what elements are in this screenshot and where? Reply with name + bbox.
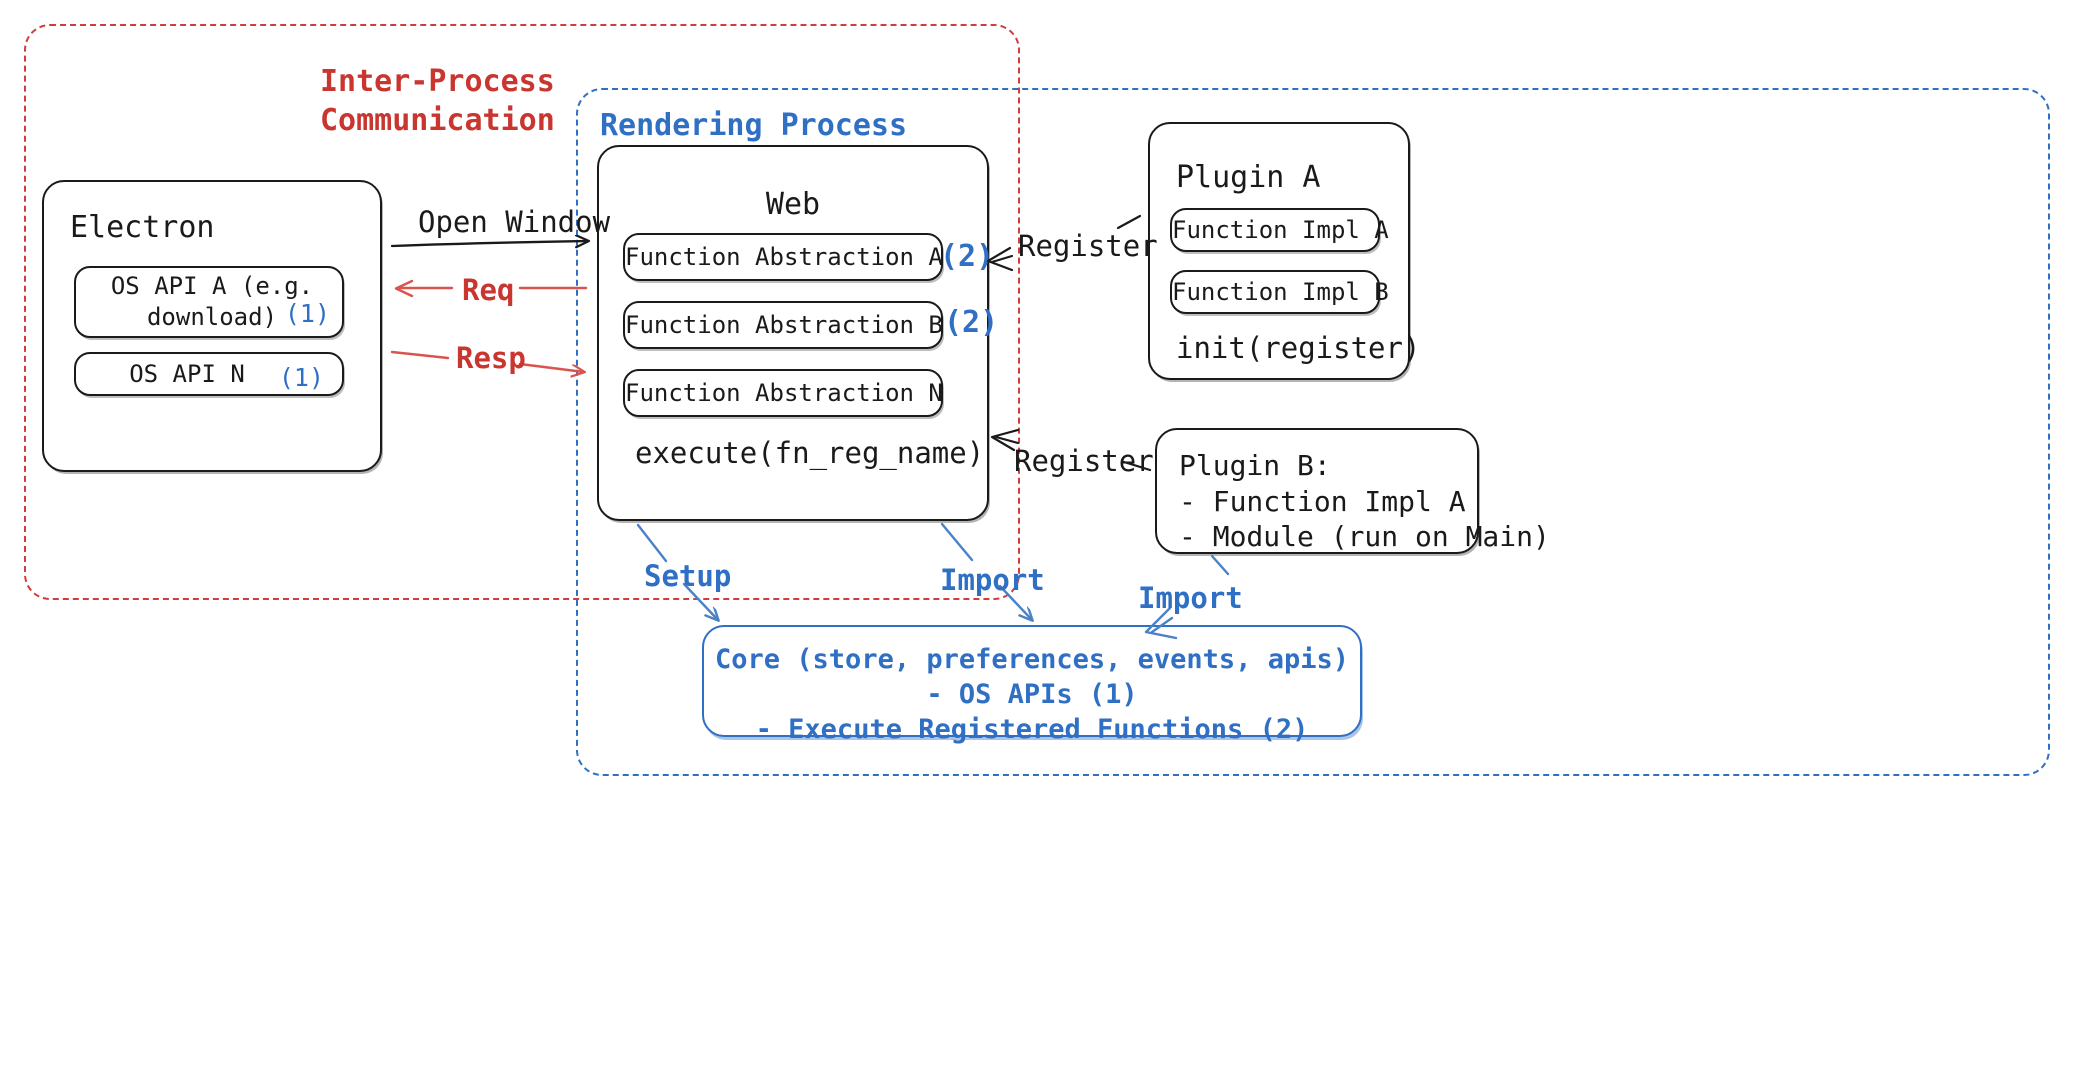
core-item-os-apis: - OS APIs (1) (926, 679, 1138, 710)
edge-label-register-plugin-a: Register (1018, 229, 1158, 263)
core-title: Core (store, preferences, events, apis) (715, 644, 1349, 675)
edge-label-register-plugin-b: Register (1014, 444, 1154, 478)
os-api-a-box[interactable]: OS API A (e.g. download) (1) (74, 266, 344, 338)
region-inter-process-communication (24, 24, 1020, 600)
region-label-ipc: Inter-Process Communication (320, 64, 555, 138)
function-abstraction-a-box[interactable]: Function Abstraction A (623, 233, 943, 281)
plugin-b-title: Plugin B: (1179, 449, 1331, 482)
plugin-a-function-impl-a-label: Function Impl A (1172, 216, 1389, 244)
electron-title: Electron (70, 210, 215, 245)
function-abstraction-b-marker: (2) (944, 305, 999, 340)
function-abstraction-b-box[interactable]: Function Abstraction B (623, 301, 943, 349)
edge-label-import-web: Import (940, 563, 1045, 597)
edge-label-setup: Setup (644, 559, 732, 593)
os-api-n-label: OS API N (129, 360, 245, 388)
core-item-execute-registered-functions: - Execute Registered Functions (2) (755, 714, 1309, 745)
web-title: Web (765, 187, 821, 222)
electron-box[interactable]: Electron OS API A (e.g. download) (1) OS… (42, 180, 382, 472)
function-abstraction-b-label: Function Abstraction B (625, 311, 943, 339)
plugin-b-box[interactable]: Plugin B: - Function Impl A - Module (ru… (1155, 428, 1550, 554)
os-api-n-box[interactable]: OS API N (1) (74, 352, 344, 396)
os-api-a-label: OS API A (e.g. download) (110, 271, 314, 331)
function-abstraction-a-label: Function Abstraction A (625, 243, 943, 271)
edge-label-import-plugin-b: Import (1138, 581, 1243, 615)
web-execute-label: execute(fn_reg_name) (635, 436, 985, 470)
region-rendering-process (576, 88, 2050, 776)
edge-label-open-window: Open Window (418, 205, 611, 239)
plugin-a-function-impl-b-label: Function Impl B (1172, 278, 1389, 306)
core-box[interactable]: Core (store, preferences, events, apis) … (702, 625, 1362, 745)
function-abstraction-a-marker: (2) (940, 239, 995, 274)
region-label-rendering-process: Rendering Process (600, 108, 908, 143)
plugin-a-function-impl-a-box[interactable]: Function Impl A (1170, 208, 1389, 252)
edge-label-resp: Resp (456, 341, 526, 375)
plugin-b-item-module: - Module (run on Main) (1179, 520, 1550, 553)
plugin-a-title: Plugin A (1176, 160, 1321, 195)
function-abstraction-n-label: Function Abstraction N (625, 379, 943, 407)
plugin-a-box[interactable]: Plugin A Function Impl A Function Impl B… (1148, 122, 1420, 380)
function-abstraction-n-box[interactable]: Function Abstraction N (623, 369, 943, 417)
plugin-a-init-label: init(register) (1176, 331, 1421, 365)
plugin-b-item-function-impl-a: - Function Impl A (1179, 485, 1466, 518)
os-api-n-marker: (1) (278, 363, 324, 392)
os-api-a-marker: (1) (284, 299, 330, 328)
plugin-a-function-impl-b-box[interactable]: Function Impl B (1170, 270, 1389, 314)
web-box[interactable]: Web Function Abstraction A Function Abst… (597, 145, 989, 521)
edge-label-req: Req (462, 273, 515, 307)
